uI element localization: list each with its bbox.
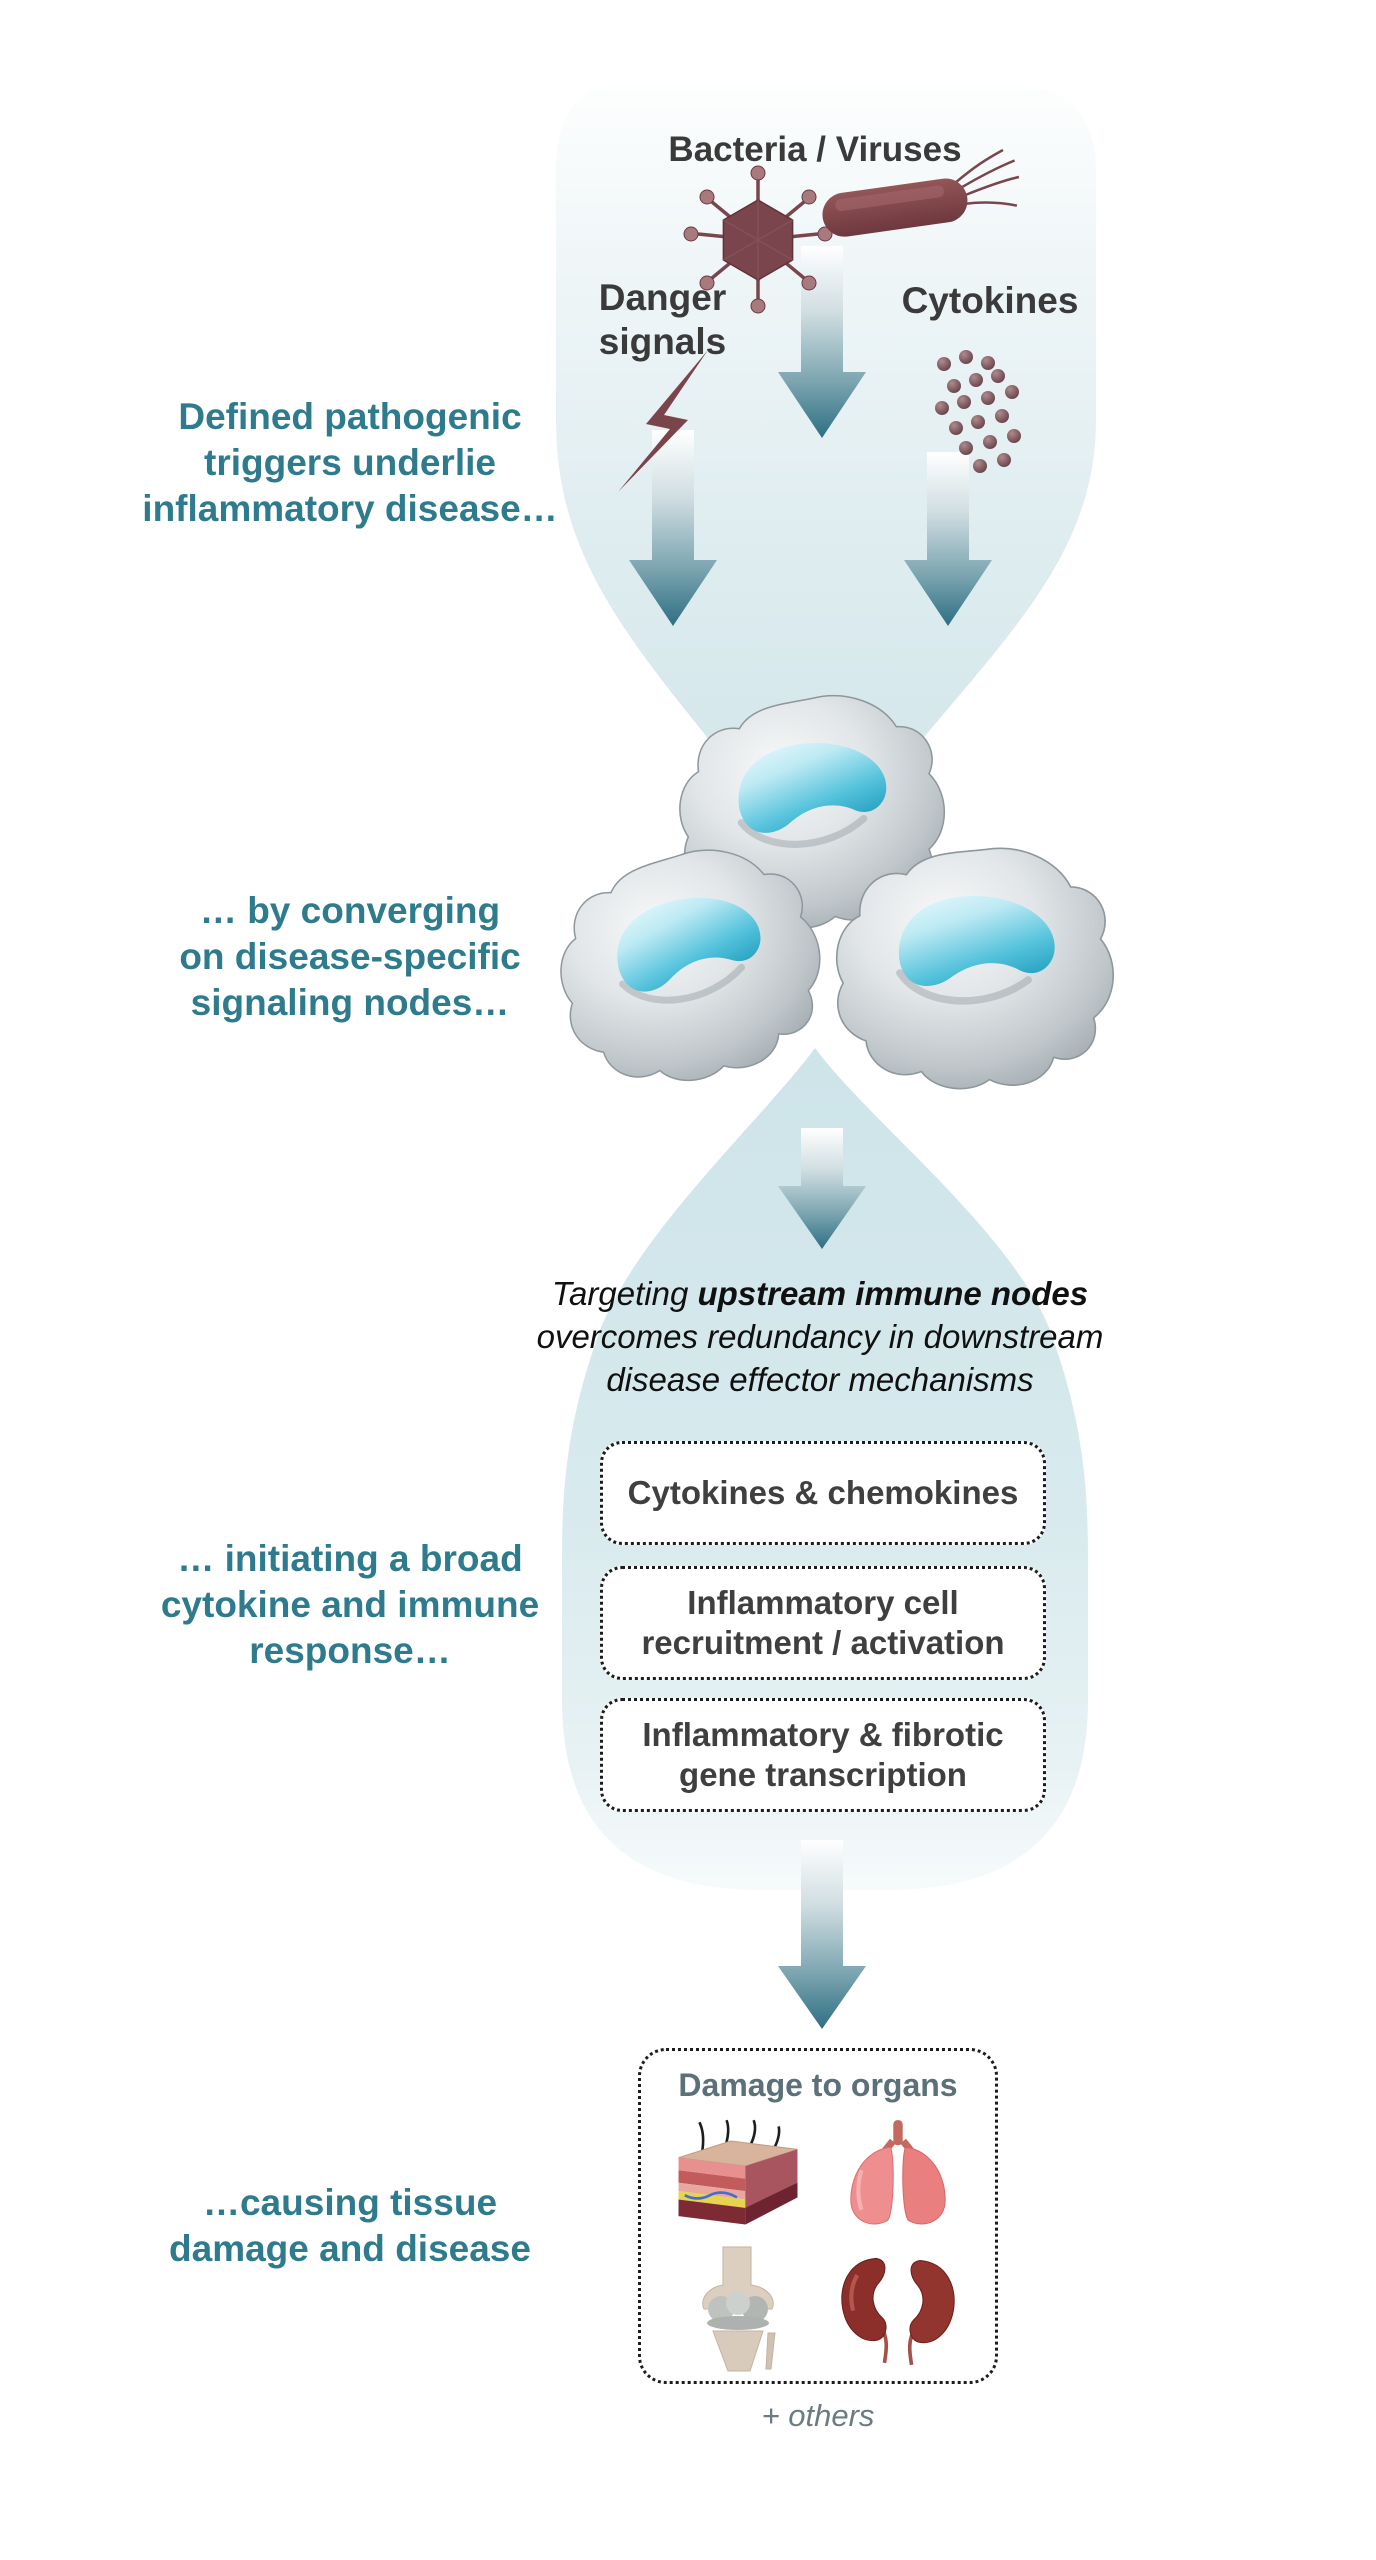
arrow-bacteria-down bbox=[778, 246, 866, 438]
bacteria-viruses-title: Bacteria / Viruses bbox=[668, 130, 962, 169]
skin-icon bbox=[678, 2119, 798, 2225]
arrow-cells-down bbox=[778, 1128, 866, 1249]
damage-to-organs-box: Damage to organs bbox=[638, 2048, 998, 2384]
kidneys-icon bbox=[841, 2257, 955, 2366]
targeting-line2: overcomes redundancy in downstream bbox=[536, 1318, 1104, 1355]
lungs-icon bbox=[850, 2120, 946, 2225]
targeting-statement: Targeting upstream immune nodes overcome… bbox=[440, 1272, 1200, 1401]
effect-box-gene-transcription: Inflammatory & fibrotic gene transcripti… bbox=[600, 1698, 1046, 1812]
note-converging-nodes: … by converging on disease-specific sign… bbox=[179, 890, 521, 1023]
arrow-danger-down bbox=[629, 430, 717, 626]
effect-box-cytokines-chemokines: Cytokines & chemokines bbox=[600, 1441, 1046, 1545]
note-tissue-damage: …causing tissue damage and disease bbox=[169, 2182, 531, 2269]
danger-lightning-icon bbox=[618, 350, 708, 492]
organ-grid bbox=[658, 2110, 978, 2374]
bacterium-icon bbox=[822, 148, 1020, 237]
arrow-cytokines-down bbox=[904, 452, 992, 626]
knee-joint-icon bbox=[702, 2246, 776, 2372]
immune-cells-icon bbox=[550, 696, 1124, 1102]
targeting-line1: Targeting upstream immune nodes bbox=[551, 1275, 1089, 1312]
others-footnote: + others bbox=[761, 2398, 875, 2433]
note-pathogenic-triggers: Defined pathogenic triggers underlie inf… bbox=[142, 396, 558, 529]
hourglass-top-shape bbox=[556, 86, 1096, 882]
damage-box-title: Damage to organs bbox=[678, 2067, 958, 2103]
virus-icon bbox=[683, 165, 833, 314]
targeting-line3: disease effector mechanisms bbox=[606, 1361, 1034, 1398]
danger-signals-label: Danger signals bbox=[598, 277, 727, 362]
note-broad-response: … initiating a broad cytokine and immune… bbox=[160, 1538, 540, 1671]
arrow-damage-down bbox=[778, 1840, 866, 2029]
cytokines-label: Cytokines bbox=[901, 280, 1079, 321]
targeting-bold-phrase: upstream immune nodes bbox=[697, 1275, 1089, 1312]
cytokine-dots-icon bbox=[935, 350, 1021, 473]
effect-box-cell-recruitment: Inflammatory cell recruitment / activati… bbox=[600, 1566, 1046, 1680]
